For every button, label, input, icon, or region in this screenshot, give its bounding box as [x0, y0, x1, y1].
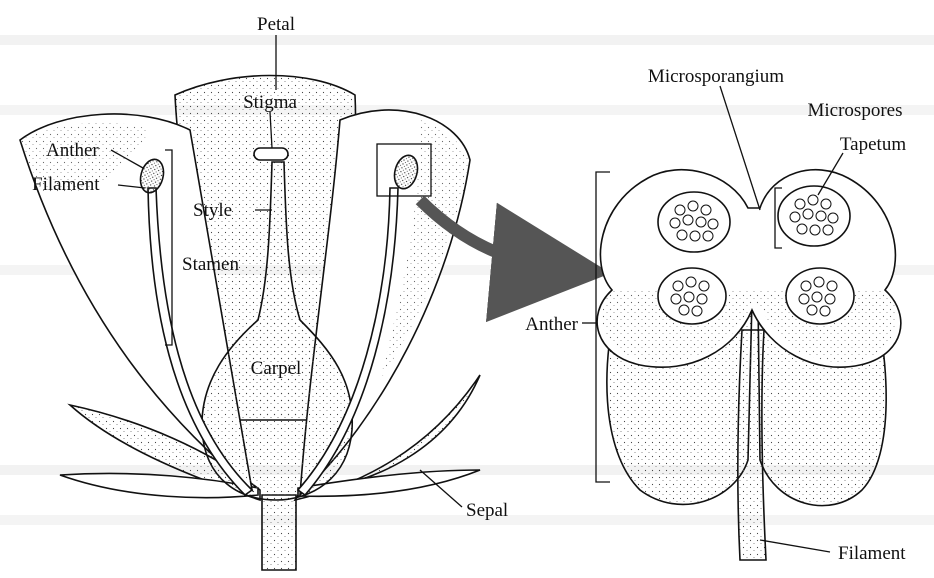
microsporangium-top-left	[658, 192, 730, 252]
anther-filament	[738, 330, 766, 560]
sepal-label: Sepal	[466, 500, 508, 521]
microsporangium-bottom-left	[658, 268, 726, 324]
stigma-shape	[254, 148, 288, 160]
filament-label: Filament	[32, 174, 100, 195]
stigma-label: Stigma	[243, 92, 297, 113]
filament-detail-label: Filament	[838, 543, 906, 564]
anther-detail-label: Anther	[525, 314, 578, 335]
microsporangium-top-right	[778, 186, 850, 246]
petal-label: Petal	[257, 14, 295, 35]
anther-label: Anther	[46, 140, 99, 161]
flower-stalk	[262, 495, 296, 570]
microspores-label: Microspores	[808, 100, 903, 121]
style-label: Style	[193, 200, 232, 221]
tapetum-label: Tapetum	[840, 134, 906, 155]
microsporangium-bottom-right	[786, 268, 854, 324]
microsporangium-label: Microsporangium	[648, 66, 784, 87]
stamen-label: Stamen	[182, 254, 239, 275]
carpel-label: Carpel	[251, 358, 302, 379]
